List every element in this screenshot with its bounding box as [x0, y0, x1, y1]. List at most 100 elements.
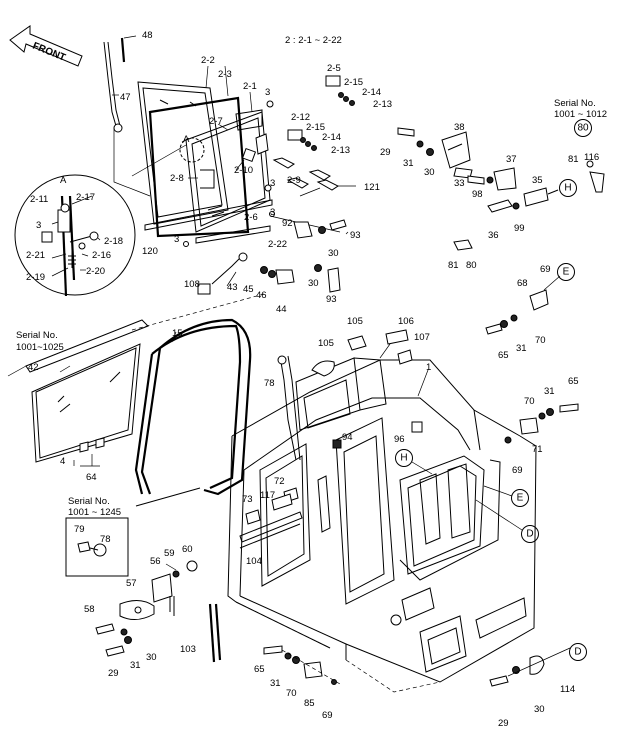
part-label: 29 — [380, 147, 391, 158]
part-label: 2-3 — [218, 69, 232, 80]
part-label: 46 — [256, 290, 267, 301]
ref-marker-80: 80 — [574, 119, 592, 137]
part-label: 48 — [142, 30, 153, 41]
part-label: 71 — [532, 444, 543, 455]
serial-1245-line1: Serial No. — [68, 496, 110, 507]
part-label: 65 — [568, 376, 579, 387]
part-label: 2-13 — [373, 99, 392, 110]
part-label: 2-22 — [268, 239, 287, 250]
window-hardware-right — [269, 75, 356, 233]
serial-1025-line1: Serial No. — [16, 330, 58, 341]
part-label: 2-17 — [76, 192, 95, 203]
svg-text:D: D — [574, 647, 581, 658]
part-label: 30 — [534, 704, 545, 715]
part-label: 2-20 — [86, 266, 105, 277]
weatherstrip-103 — [208, 603, 222, 663]
part-label: 2-16 — [92, 250, 111, 261]
part-label: 108 — [184, 279, 200, 290]
cab-body — [227, 355, 537, 693]
part-label: 78 — [100, 534, 111, 545]
part-label: 2-2 — [201, 55, 215, 66]
part-label: 3 — [265, 87, 270, 98]
wire-group-108 — [197, 252, 295, 295]
part-label: 70 — [286, 688, 297, 699]
part-label: 69 — [322, 710, 333, 721]
part-label: 31 — [403, 158, 414, 169]
ref-marker-d-bottom: D — [569, 643, 587, 661]
part-label: 60 — [182, 544, 193, 555]
part-label: 78 — [264, 378, 275, 389]
part-label: 3 — [174, 234, 179, 245]
serial-1012-line2: 1001 ~ 1012 — [554, 109, 607, 120]
part-label: 65 — [254, 664, 265, 675]
part-label: 3 — [270, 178, 275, 189]
lamp-57-group — [95, 560, 198, 657]
serial-1245-box — [65, 517, 129, 577]
part-label: 29 — [498, 718, 509, 729]
part-label: 2-7 — [209, 116, 223, 127]
part-label: 30 — [328, 248, 339, 259]
part-label: 30 — [424, 167, 435, 178]
part-label: 72 — [274, 476, 285, 487]
part-label: 2-14 — [322, 132, 341, 143]
part-label: 2-12 — [291, 112, 310, 123]
part-label: 2-21 — [26, 250, 45, 261]
part-label: 106 — [398, 316, 414, 327]
range-note: 2 : 2-1 ~ 2-22 — [285, 35, 342, 46]
roof-hatch-parts — [311, 329, 413, 377]
ref-marker-e-top: E — [543, 263, 575, 291]
svg-text:E: E — [563, 267, 570, 278]
part-label: 79 — [74, 524, 85, 535]
part-label: 103 — [180, 644, 196, 655]
part-label: 70 — [524, 396, 535, 407]
detail-a-leader — [131, 144, 187, 177]
part-label: 15 — [172, 328, 183, 339]
part-label: 4 — [60, 456, 65, 467]
part-label: 114 — [560, 684, 575, 695]
part-label: 36 — [488, 230, 499, 241]
ref-marker-d-cab: D — [475, 499, 539, 543]
part-label: 85 — [304, 698, 315, 709]
svg-text:E: E — [517, 493, 524, 504]
part-label: A — [183, 134, 190, 145]
front-window-42 — [7, 293, 265, 467]
hardware-114-group — [489, 647, 571, 687]
part-label: 69 — [512, 465, 523, 476]
ref-marker-h-cab: H — [395, 449, 433, 475]
part-label: 31 — [130, 660, 141, 671]
part-label: 44 — [276, 304, 287, 315]
hardware-65-group — [504, 403, 579, 444]
part-label: 104 — [246, 556, 262, 567]
part-label: 2-15 — [306, 122, 325, 133]
ref-marker-e-cab: E — [483, 485, 529, 507]
fastener-set-92 — [293, 219, 349, 293]
part-label: 65 — [498, 350, 509, 361]
part-label: 2-5 — [327, 63, 341, 74]
part-label: 68 — [517, 278, 528, 289]
wiper-assembly — [103, 35, 151, 197]
part-label: 105 — [347, 316, 363, 327]
door-seal-15 — [134, 318, 252, 507]
part-label: 30 — [308, 278, 319, 289]
part-label: 31 — [516, 343, 527, 354]
part-label: 107 — [414, 332, 430, 343]
part-label: 116 — [584, 152, 599, 163]
part-label: 1 — [426, 362, 431, 373]
part-label: 2-9 — [287, 175, 301, 186]
part-label: 2-1 — [243, 81, 257, 92]
hardware-85-group — [263, 645, 341, 685]
part-label: 99 — [514, 223, 525, 234]
part-label: 120 — [142, 246, 158, 257]
part-label: 92 — [282, 218, 293, 229]
part-label: 2-10 — [234, 165, 253, 176]
svg-text:80: 80 — [577, 123, 589, 134]
upper-window-frame — [137, 65, 275, 247]
part-label: 117 — [260, 490, 275, 501]
part-labels: 48 47 2-2 2-3 2-1 3 2-7 A 2-8 2-10 2-5 2… — [26, 30, 599, 729]
part-label: 42 — [28, 362, 39, 373]
svg-text:D: D — [526, 529, 533, 540]
serial-1025-line2: 1001~1025 — [16, 342, 64, 353]
part-label: 121 — [364, 182, 380, 193]
